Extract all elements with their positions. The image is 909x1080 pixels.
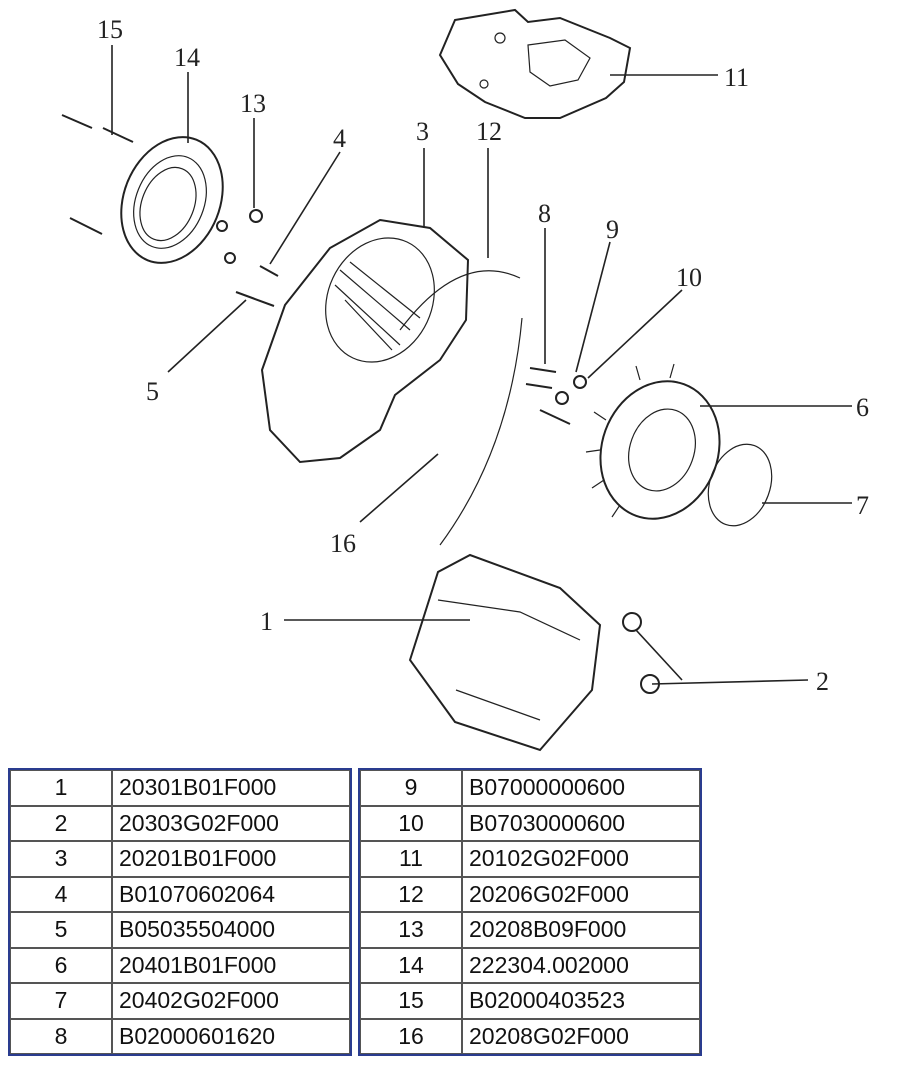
ring-part-7 (707, 443, 773, 527)
fasteners-part-8-9-10 (525, 367, 587, 425)
blower-housing-part-3 (260, 218, 470, 464)
callout-8: 8 (538, 199, 551, 228)
callout-4: 4 (333, 124, 346, 153)
callout-14: 14 (174, 43, 200, 72)
callout-5: 5 (146, 377, 159, 406)
fan-part-6 (585, 363, 721, 520)
pin-part-5 (235, 291, 275, 307)
callout-15: 15 (97, 15, 123, 44)
wire-part-12-16 (399, 270, 523, 546)
screw-part-4 (259, 265, 279, 277)
callout-11: 11 (724, 63, 749, 92)
callout-10: 10 (676, 263, 702, 292)
callout-3: 3 (416, 117, 429, 146)
exploded-parts-diagram: 15 14 13 4 3 12 11 8 9 10 6 7 5 16 1 2 (61, 8, 869, 752)
callout-6: 6 (856, 393, 869, 422)
callout-13: 13 (240, 89, 266, 118)
callout-9: 9 (606, 215, 619, 244)
gasket-part-11 (438, 8, 632, 119)
bolts-part-15 (61, 114, 134, 235)
nuts-part-2 (622, 612, 660, 694)
callout-12: 12 (476, 117, 502, 146)
callout-2: 2 (816, 667, 829, 696)
leader-lines (111, 45, 852, 685)
callout-7: 7 (856, 491, 869, 520)
callout-16: 16 (330, 529, 356, 558)
callout-1: 1 (260, 607, 273, 636)
callout-labels: 15 14 13 4 3 12 11 8 9 10 6 7 5 16 1 2 (97, 15, 869, 696)
lower-housing-part-1 (408, 553, 602, 752)
cover-ring-part-14 (120, 136, 224, 264)
nuts-part-13 (216, 209, 263, 264)
